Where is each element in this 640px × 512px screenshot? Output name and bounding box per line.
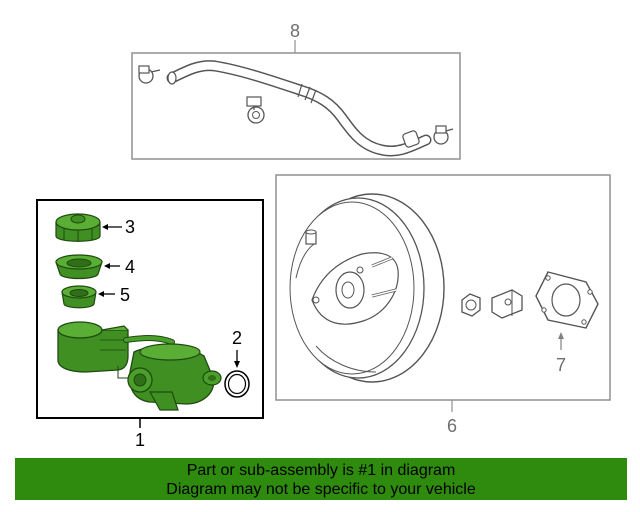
group-6-brake-booster: 6 xyxy=(275,174,611,436)
callout-8: 8 xyxy=(290,21,300,41)
hose-clip-left xyxy=(138,65,161,84)
frame-group-8 xyxy=(131,52,461,160)
hose-clip-right xyxy=(433,125,454,145)
info-banner: Part or sub-assembly is #1 in diagram Di… xyxy=(15,458,627,500)
brake-booster xyxy=(289,193,445,383)
booster-gasket xyxy=(535,271,599,329)
callout-6: 6 xyxy=(447,416,457,436)
master-cylinder-body xyxy=(57,321,222,411)
frame-group-6 xyxy=(275,174,611,401)
frame-group-1 xyxy=(36,199,264,419)
o-ring xyxy=(224,370,250,398)
booster-nut xyxy=(461,293,481,317)
callout-5: 5 xyxy=(120,285,130,305)
vacuum-hose xyxy=(166,60,432,157)
callout-3: 3 xyxy=(125,217,135,237)
banner-line-2: Diagram may not be specific to your vehi… xyxy=(166,481,476,498)
reservoir-grommet xyxy=(61,285,97,309)
callout-2: 2 xyxy=(232,328,242,348)
banner-line-1: Part or sub-assembly is #1 in diagram xyxy=(186,462,456,479)
reservoir-strainer xyxy=(55,254,103,280)
group-1-master-cylinder: 1 3 4 5 xyxy=(36,199,264,450)
reservoir-cap xyxy=(55,213,101,242)
booster-clevis xyxy=(491,289,523,319)
hose-clip-middle xyxy=(246,96,265,124)
callout-7: 7 xyxy=(556,355,566,375)
callout-1: 1 xyxy=(135,430,145,450)
group-8-vacuum-hose: 8 xyxy=(131,21,461,160)
callout-4: 4 xyxy=(125,257,135,277)
